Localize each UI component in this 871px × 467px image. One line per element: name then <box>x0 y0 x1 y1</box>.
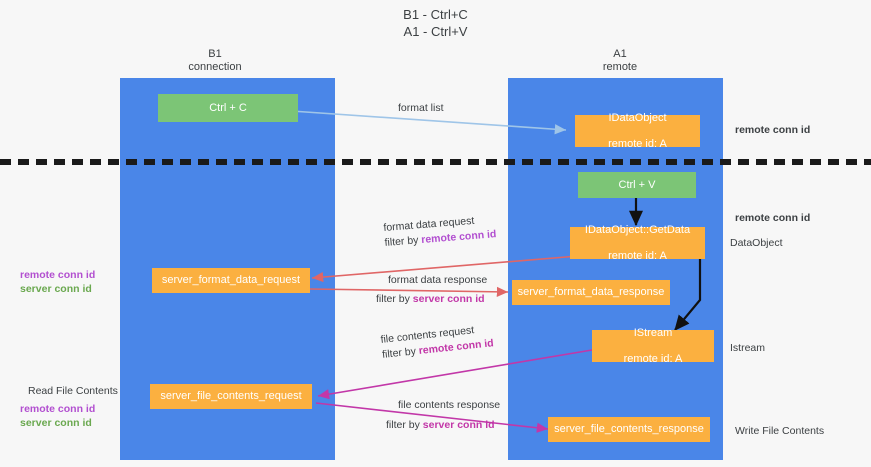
label-format-data-request-filter-prefix: filter by <box>384 234 422 249</box>
box-ctrl-c[interactable]: Ctrl + C <box>158 94 298 122</box>
side-label-server-conn-id-left-2: server conn id <box>20 417 92 429</box>
side-label-remote-conn-id-top: remote conn id <box>735 124 811 136</box>
side-label-dataobject: DataObject <box>730 237 783 249</box>
box-idataobject-line2: remote id: A <box>608 137 667 150</box>
label-file-contents-response: file contents response <box>398 399 501 411</box>
side-label-write-file-contents: Write File Contents <box>735 425 825 437</box>
box-server-file-contents-response-label: server_file_contents_response <box>554 423 704 435</box>
side-label-conn-ids-bottom: remote conn id server conn id <box>20 402 95 430</box>
box-getdata-line1: IDataObject::GetData <box>584 223 691 236</box>
box-idataobject-line1: IDataObject <box>608 111 667 124</box>
label-file-contents-response-filter-key: server conn id <box>422 419 495 431</box>
label-group-format-data-request: format data request filter by remote con… <box>383 213 497 250</box>
diagram-title-line2: A1 - Ctrl+V <box>403 24 468 39</box>
box-server-file-contents-request[interactable]: server_file_contents_request <box>150 384 312 409</box>
box-server-format-data-request[interactable]: server_format_data_request <box>152 268 310 293</box>
label-format-data-response: format data response <box>388 274 488 286</box>
box-ctrl-v[interactable]: Ctrl + V <box>578 172 696 198</box>
side-label-remote-conn-id-left-2: remote conn id <box>20 403 96 415</box>
side-label-server-conn-id-left: server conn id <box>20 283 92 295</box>
column-header-b1-name: B1 <box>208 48 222 60</box>
label-group-file-contents-request: file contents request filter by remote c… <box>380 322 494 362</box>
side-label-read-file-contents: Read File Contents <box>28 385 118 397</box>
label-group-file-contents-response: file contents response filter by server … <box>386 399 501 432</box>
label-group-format-data-response: format data response filter by server co… <box>376 274 488 306</box>
box-istream[interactable]: IStream remote id: A <box>592 326 714 365</box>
box-istream-line2: remote id: A <box>623 352 683 365</box>
label-format-data-response-filter-key: server conn id <box>412 293 485 305</box>
side-label-remote-conn-id-left: remote conn id <box>20 269 96 281</box>
box-server-file-contents-request-label: server_file_contents_request <box>160 390 302 402</box>
column-header-a1: A1 remote <box>560 48 680 74</box>
label-format-data-response-filter-prefix: filter by <box>376 293 413 305</box>
box-ctrl-c-label: Ctrl + C <box>209 101 247 114</box>
box-server-file-contents-response[interactable]: server_file_contents_response <box>548 417 710 442</box>
box-istream-line1: IStream <box>633 326 673 339</box>
column-header-a1-sub: remote <box>602 61 638 73</box>
label-file-contents-response-filter-prefix: filter by <box>386 419 423 431</box>
box-server-format-data-response[interactable]: server_format_data_response <box>512 280 670 305</box>
label-file-contents-request-filter-prefix: filter by <box>381 345 420 361</box>
box-getdata-line2: remote id: A <box>608 249 667 262</box>
box-idataobject[interactable]: IDataObject remote id: A <box>575 111 700 150</box>
side-label-remote-conn-id-mid: remote conn id <box>735 212 811 224</box>
box-server-format-data-response-label: server_format_data_response <box>517 286 665 298</box>
column-header-b1: B1 connection <box>155 48 275 74</box>
side-label-istream: Istream <box>730 342 766 354</box>
box-ctrl-v-label: Ctrl + V <box>618 178 656 191</box>
column-header-b1-sub: connection <box>188 61 242 73</box>
diagram-title-line1: B1 - Ctrl+C <box>403 7 468 22</box>
box-idataobject-getdata[interactable]: IDataObject::GetData remote id: A <box>570 223 705 262</box>
side-label-conn-ids-top: remote conn id server conn id <box>20 268 95 296</box>
box-server-format-data-request-label: server_format_data_request <box>161 274 301 286</box>
column-header-a1-name: A1 <box>613 48 627 60</box>
label-format-list: format list <box>398 102 444 114</box>
